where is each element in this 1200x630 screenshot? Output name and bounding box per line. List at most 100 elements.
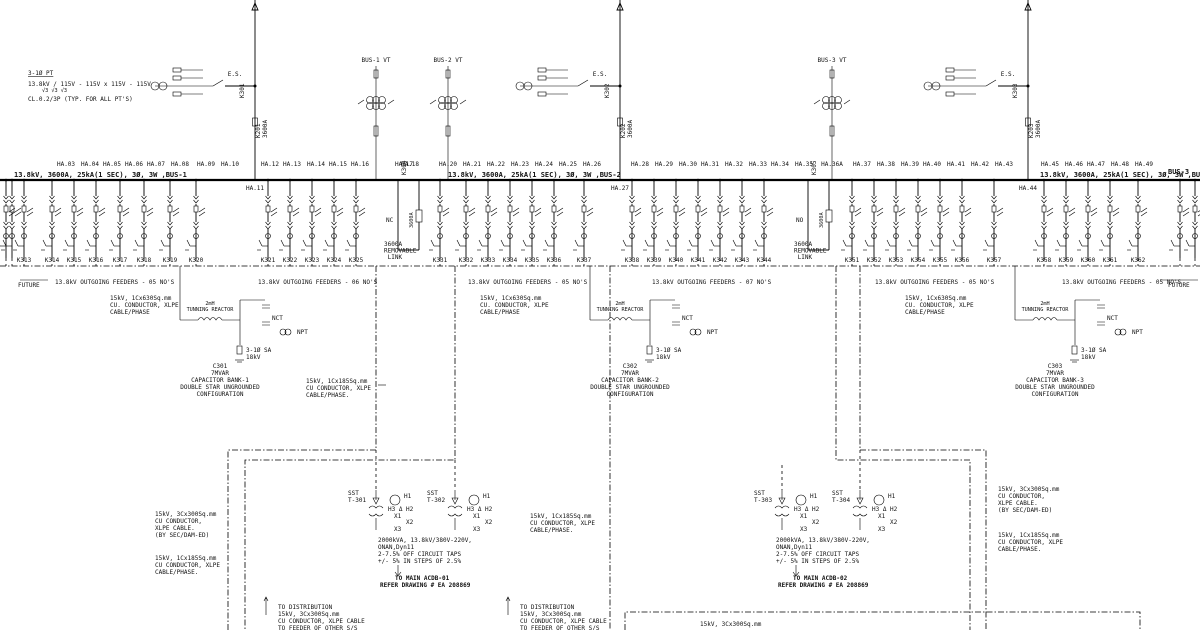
xfmr-x3-0: X3 bbox=[394, 526, 402, 533]
feeder-36: K360 bbox=[1077, 178, 1098, 266]
feeder-label-0: K313 bbox=[17, 257, 32, 264]
feeder-future-1 bbox=[1, 178, 22, 266]
bus-3-label: 13.8kV, 3600A, 25kA(1 SEC), 3Ø, 3W ,BUS-… bbox=[1040, 171, 1200, 179]
npt-1: NPT bbox=[707, 329, 718, 336]
xfmr-id-3: T-304 bbox=[832, 497, 850, 504]
mdb-1: TO MAIN ACDB-02 bbox=[793, 575, 848, 582]
spec1-0: 2000kVA, 13.8kV/380V-220V, bbox=[378, 537, 472, 544]
spec4-0: +/- 5% IN STEPS OF 2.5% bbox=[378, 558, 461, 565]
feeder-label-2: K315 bbox=[67, 257, 82, 264]
cap-id-2: C303 bbox=[1048, 363, 1063, 370]
dist-feeder-1: TO FEEDER OF OTHER S/S bbox=[520, 625, 600, 630]
reactor-name-0: TUNNING REACTOR bbox=[187, 307, 235, 313]
cap-config2-0: CONFIGURATION bbox=[197, 391, 244, 398]
feeder-label-11: K324 bbox=[327, 257, 342, 264]
feeder-label-10: K323 bbox=[305, 257, 320, 264]
xfmr-terms-0: H3 Δ H2 bbox=[388, 506, 414, 513]
feeder-label-6: K319 bbox=[163, 257, 178, 264]
panel-label-14: HA.18 bbox=[401, 161, 419, 168]
xfmr-id-2: T-303 bbox=[754, 497, 772, 504]
group-5: 13.8kV OUTGOING FEEDERS - 05 NO'S bbox=[875, 279, 995, 286]
feeder-label-14: K332 bbox=[459, 257, 474, 264]
feeder-label-26: K344 bbox=[757, 257, 772, 264]
reactor-rating-2: 2mH bbox=[1040, 301, 1049, 307]
coupler-rating-0: 3600A bbox=[409, 212, 415, 228]
feeder-37: K361 bbox=[1099, 178, 1120, 266]
spec2-1: ONAN,Dyn11 bbox=[776, 544, 813, 551]
incomer-ha-0: HA.11 bbox=[246, 185, 264, 192]
panel-label-0: HA.03 bbox=[57, 161, 75, 168]
bus-3-end-label: BUS-3 bbox=[1168, 168, 1189, 176]
nct-1: NCT bbox=[682, 315, 693, 322]
vt-label-1: BUS-2 VT bbox=[434, 57, 463, 64]
xfmr-prefix-1: SST bbox=[427, 490, 438, 497]
feeder-9: K322 bbox=[279, 178, 300, 266]
cap-config2-2: CONFIGURATION bbox=[1032, 391, 1079, 398]
panel-label-33: HA.39 bbox=[901, 161, 919, 168]
cap-config2-1: CONFIGURATION bbox=[607, 391, 654, 398]
incomer-rating-0: 3600A bbox=[262, 120, 269, 138]
sa-label-0: 3-1Ø SA bbox=[246, 347, 272, 354]
feeder-19: K337 bbox=[573, 178, 594, 266]
feeder-future-3 bbox=[1184, 178, 1200, 266]
panel-label-9: HA.13 bbox=[283, 161, 301, 168]
spec3-1: 2-7.5% OFF CIRCUIT TAPS bbox=[776, 551, 859, 558]
feeder-15: K333 bbox=[477, 178, 498, 266]
feeder-label-5: K318 bbox=[137, 257, 152, 264]
panel-label-26: HA.32 bbox=[725, 161, 743, 168]
spec1-1: 2000kVA, 13.8kV/380V-220V, bbox=[776, 537, 870, 544]
feeder-label-9: K322 bbox=[283, 257, 298, 264]
panel-label-18: HA.23 bbox=[511, 161, 529, 168]
feeder-10: K323 bbox=[301, 178, 322, 266]
panel-label-11: HA.15 bbox=[329, 161, 347, 168]
feeder-label-20: K338 bbox=[625, 257, 640, 264]
feeder-label-29: K353 bbox=[889, 257, 904, 264]
xfmr-h1-2: H1 bbox=[810, 493, 818, 500]
feeder-11: K324 bbox=[323, 178, 344, 266]
panel-label-34: HA.40 bbox=[923, 161, 941, 168]
feeder-0: K313 bbox=[13, 178, 34, 266]
feeder-label-32: K356 bbox=[955, 257, 970, 264]
spec3-0: 2-7.5% OFF CIRCUIT TAPS bbox=[378, 551, 461, 558]
group-future-right: FUTURE bbox=[1168, 282, 1190, 289]
feeder-future-0 bbox=[0, 178, 16, 266]
feeder-21: K339 bbox=[643, 178, 664, 266]
incomer-ha-2: HA.44 bbox=[1019, 185, 1037, 192]
sa-rating-0: 18kV bbox=[246, 354, 261, 361]
feeder-31: K355 bbox=[929, 178, 950, 266]
feeder-12: K325 bbox=[345, 178, 366, 266]
panel-label-27: HA.33 bbox=[749, 161, 767, 168]
xfmr-x2-3: X2 bbox=[890, 519, 898, 526]
pt-note-accuracy: CL.0.2/3P (TYP. FOR ALL PT'S) bbox=[28, 96, 133, 103]
panel-label-28: HA.34 bbox=[771, 161, 789, 168]
feeder-4: K317 bbox=[109, 178, 130, 266]
xfmr-prefix-0: SST bbox=[348, 490, 359, 497]
reactor-rating-1: 2mH bbox=[615, 301, 624, 307]
coupler-breaker-0: K304 bbox=[401, 160, 408, 175]
panel-label-35: HA.41 bbox=[947, 161, 965, 168]
feeder-label-4: K317 bbox=[113, 257, 128, 264]
feeder-16: K334 bbox=[499, 178, 520, 266]
feeder-label-27: K351 bbox=[845, 257, 860, 264]
group-3: 13.8kV OUTGOING FEEDERS - 05 NO'S bbox=[468, 279, 588, 286]
xfmr-x3-3: X3 bbox=[878, 526, 886, 533]
panel-label-37: HA.43 bbox=[995, 161, 1013, 168]
incomer-breaker-2: K303 bbox=[1012, 83, 1019, 98]
spec4-1: +/- 5% IN STEPS OF 2.5% bbox=[776, 558, 859, 565]
feeder-35: K359 bbox=[1055, 178, 1076, 266]
incomer-ha-1: HA.27 bbox=[611, 185, 629, 192]
reactor-name-2: TUNNING REACTOR bbox=[1022, 307, 1070, 313]
coupler-rating-1: 3600A bbox=[819, 212, 825, 228]
feeder-label-25: K343 bbox=[735, 257, 750, 264]
dist-cond-0: CU CONDUCTOR, XLPE CABLE bbox=[278, 618, 365, 625]
xfmr-id-0: T-301 bbox=[348, 497, 366, 504]
feeder-label-17: K335 bbox=[525, 257, 540, 264]
